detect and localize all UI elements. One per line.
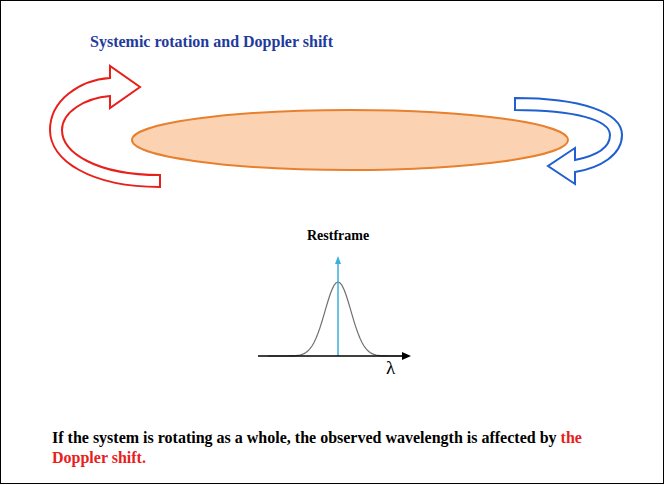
axis-arrowhead [402,352,411,360]
axis-label: λ [386,357,395,379]
rest-wavelength-head [335,256,341,264]
note-text: If the system is rotating as a whole, th… [52,428,632,468]
rest-wavelength-line [337,262,339,356]
slide-title: Systemic rotation and Doppler shift [90,33,333,51]
rotation-arrow-red [50,66,160,187]
wavelength-axis [258,355,404,357]
rotating-disk [132,110,568,170]
plot-label: Restframe [307,228,369,244]
note-sentence: If the system is rotating as a whole, th… [52,429,557,446]
